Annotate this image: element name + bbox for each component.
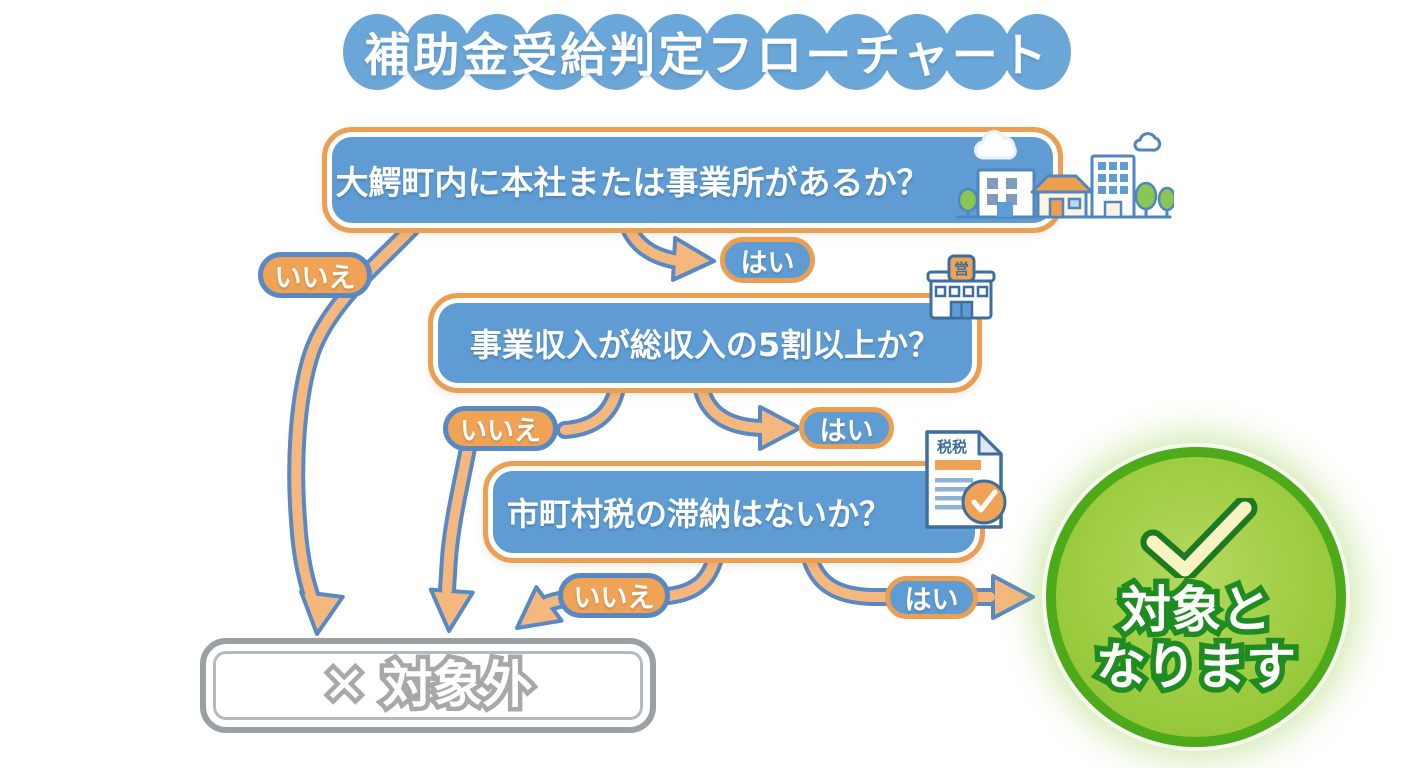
shop-building-icon: 営 — [926, 254, 996, 320]
no-label: いいえ — [460, 416, 541, 447]
check-icon — [1140, 498, 1258, 578]
town-buildings-icon — [956, 130, 1174, 219]
eligible-text-line2: なります なります — [1091, 633, 1302, 701]
yes-label: はい — [904, 585, 959, 616]
question-text: 市町村税の滞納はないか？ — [506, 495, 891, 533]
question-text: 大鰐町内に本社または事業所があるか？ — [335, 163, 930, 202]
question-box-location: 大鰐町内に本社または事業所があるか？ — [322, 127, 1063, 233]
title-banner: 補助金受給判定フローチャート — [343, 13, 1071, 91]
result-eligible-circle: 対象と 対象と なります なります — [1046, 447, 1346, 747]
result-not-eligible-box: ✕ 対象外 ✕ 対象外 — [200, 638, 656, 733]
answer-pill-yes-3: はい — [885, 576, 978, 619]
answer-pill-no-2: いいえ — [443, 406, 558, 451]
no-label: いいえ — [274, 262, 356, 294]
answer-pill-yes-2: はい — [799, 407, 894, 449]
tax-doc-label: 税税 — [937, 438, 967, 456]
answer-pill-yes-1: はい — [720, 237, 815, 283]
yes-label: はい — [819, 415, 874, 447]
yes-label: はい — [740, 247, 795, 279]
question-text: 事業収入が総収入の5割以上か？ — [469, 326, 941, 364]
answer-pill-no-3: いいえ — [558, 573, 670, 618]
tax-document-icon: 税税 — [925, 430, 1007, 529]
page-title: 補助金受給判定フローチャート — [364, 28, 1050, 82]
banner-bubbles — [343, 14, 1071, 90]
question-box-tax: 市町村税の滞納はないか？ — [483, 461, 985, 563]
answer-pill-no-1: いいえ — [258, 252, 372, 298]
no-label: いいえ — [573, 583, 655, 614]
shop-sign-label: 営 — [954, 260, 969, 278]
not-eligible-text: ✕ 対象外 ✕ 対象外 — [319, 652, 537, 718]
question-box-income: 事業収入が総収入の5割以上か？ — [428, 293, 982, 393]
eligible-text-line1: 対象と 対象と — [1116, 576, 1277, 644]
